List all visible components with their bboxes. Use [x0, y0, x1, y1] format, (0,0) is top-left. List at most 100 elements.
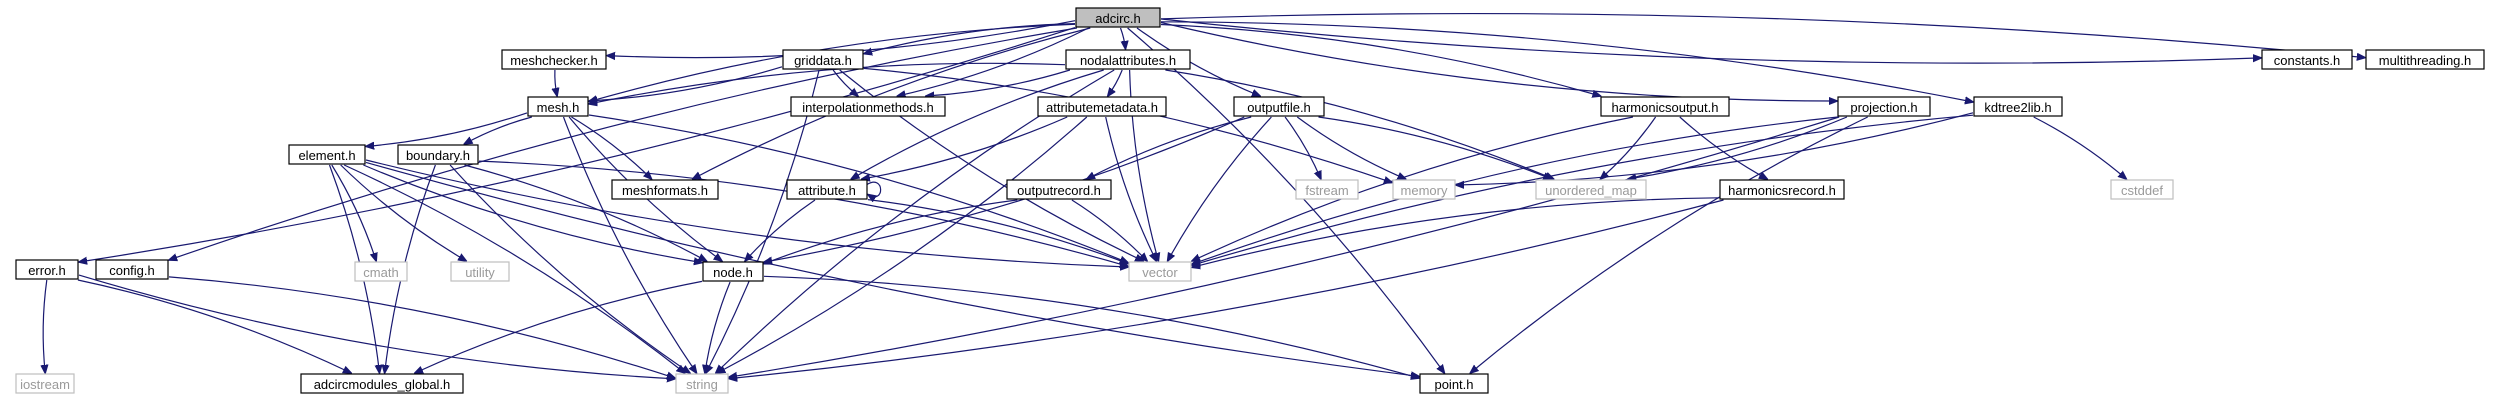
- edge-node-h-to-adcircmodules-global-h: [415, 280, 703, 373]
- edge-outputfile-h-to-vector: [1168, 116, 1272, 261]
- node-multithreading-h[interactable]: multithreading.h: [2365, 49, 2485, 70]
- edge-adcirc-h-to-error-h: [79, 27, 1076, 262]
- node-label: outputrecord.h: [1017, 183, 1101, 198]
- edge-attribute-h-to-node-h: [745, 199, 816, 261]
- edge-adcirc-h-to-nodalattributes-h: [1119, 27, 1126, 49]
- edge-element-h-to-node-h: [363, 164, 702, 263]
- node-label: mesh.h: [537, 100, 580, 115]
- edge-adcirc-h-to-kdtree2lib-h: [1160, 21, 1973, 102]
- node-adcirc-h[interactable]: adcirc.h: [1075, 7, 1161, 28]
- edge-outputrecord-h-to-vector: [1071, 199, 1147, 261]
- edge-mesh-h-to-element-h: [366, 112, 528, 146]
- node-label: string: [686, 377, 718, 392]
- node-interpolationmethods-h[interactable]: interpolationmethods.h: [790, 96, 946, 117]
- node-box: [354, 261, 408, 282]
- node-cmath: cmath: [354, 261, 408, 282]
- node-constants-h[interactable]: constants.h: [2261, 49, 2353, 70]
- node-unordered-map: unordered_map: [1535, 179, 1647, 200]
- node-meshchecker-h[interactable]: meshchecker.h: [501, 49, 607, 70]
- node-label: utility: [465, 265, 495, 280]
- edge-adcirc-h-to-griddata-h: [864, 23, 1076, 54]
- edge-outputrecord-h-to-node-h: [764, 199, 1018, 264]
- node-box: [15, 373, 75, 394]
- edge-error-h-to-string: [78, 274, 675, 379]
- edge-harmonicsrecord-h-to-vector: [1192, 197, 1720, 267]
- node-kdtree2lib-h[interactable]: kdtree2lib.h: [1973, 96, 2063, 117]
- node-box: [2261, 49, 2353, 70]
- edge-attributemetadata-h-to-vector: [1105, 116, 1157, 261]
- node-config-h[interactable]: config.h: [95, 259, 169, 280]
- node-label: iostream: [20, 377, 70, 392]
- edge-error-h-to-adcircmodules-global-h: [77, 279, 351, 373]
- edge-griddata-h-to-mesh-h: [589, 66, 783, 101]
- edge-projection-h-to-point-h: [1470, 116, 1868, 373]
- node-harmonicsoutput-h[interactable]: harmonicsoutput.h: [1600, 96, 1730, 117]
- edge-adcirc-h-to-mesh-h: [589, 23, 1076, 101]
- edge-error-h-to-iostream: [43, 279, 47, 373]
- node-label: adcirc.h: [1095, 11, 1141, 26]
- node-box: [15, 259, 79, 280]
- node-label: element.h: [298, 148, 355, 163]
- node-string: string: [675, 373, 729, 394]
- node-attribute-h[interactable]: attribute.h: [786, 179, 868, 200]
- node-adcircmodules-global-h[interactable]: adcircmodules_global.h: [300, 373, 464, 394]
- edge-attributemetadata-h-to-string: [717, 116, 1088, 373]
- node-iostream: iostream: [15, 373, 75, 394]
- node-box: [1837, 96, 1931, 117]
- node-label: attributemetadata.h: [1046, 100, 1158, 115]
- node-mesh-h[interactable]: mesh.h: [527, 96, 589, 117]
- edge-node-h-to-point-h: [763, 275, 1419, 378]
- node-label: config.h: [109, 263, 155, 278]
- edge-element-h-to-point-h: [365, 161, 1419, 376]
- edge-node-h-to-string: [705, 281, 731, 373]
- edge-adcirc-h-to-config-h: [169, 27, 1077, 260]
- node-error-h[interactable]: error.h: [15, 259, 79, 280]
- edge-outputfile-h-to-node-h: [764, 116, 1245, 262]
- node-box: [1295, 179, 1359, 200]
- edge-harmonicsoutput-h-to-unordered-map: [1600, 116, 1657, 179]
- node-label: griddata.h: [794, 53, 852, 68]
- edge-griddata-h-to-memory: [863, 67, 1392, 182]
- edge-adcirc-h-to-interpolationmethods-h: [898, 27, 1089, 96]
- edge-projection-h-to-vector: [1192, 116, 1838, 264]
- edge-boundary-h-to-string: [449, 164, 690, 373]
- edge-meshchecker-h-to-mesh-h: [555, 69, 557, 96]
- node-vector: vector: [1128, 261, 1192, 282]
- edge-nodalattributes-h-to-interpolationmethods-h: [926, 69, 1071, 96]
- node-outputfile-h[interactable]: outputfile.h: [1233, 96, 1325, 117]
- edge-projection-h-to-unordered-map: [1628, 116, 1848, 179]
- node-label: outputfile.h: [1247, 100, 1311, 115]
- node-attributemetadata-h[interactable]: attributemetadata.h: [1037, 96, 1167, 117]
- edge-element-h-to-vector: [365, 159, 1128, 267]
- edge-harmonicsoutput-h-to-harmonicsrecord-h: [1679, 116, 1767, 179]
- edge-mesh-h-to-meshformats-h: [571, 116, 652, 179]
- node-nodalattributes-h[interactable]: nodalattributes.h: [1065, 49, 1191, 70]
- node-box: [611, 179, 719, 200]
- node-box: [790, 96, 946, 117]
- node-harmonicsrecord-h[interactable]: harmonicsrecord.h: [1719, 179, 1845, 200]
- node-label: error.h: [28, 263, 66, 278]
- node-box: [782, 49, 864, 70]
- node-element-h[interactable]: element.h: [288, 144, 366, 165]
- node-node-h[interactable]: node.h: [702, 261, 764, 282]
- node-projection-h[interactable]: projection.h: [1837, 96, 1931, 117]
- edge-mesh-h-to-boundary-h: [464, 116, 532, 144]
- edge-nodalattributes-h-to-vector: [1129, 69, 1159, 261]
- node-box: [2110, 179, 2174, 200]
- node-box: [675, 373, 729, 394]
- node-box: [1075, 7, 1161, 28]
- node-label: projection.h: [1850, 100, 1917, 115]
- node-box: [1535, 179, 1647, 200]
- node-label: nodalattributes.h: [1080, 53, 1176, 68]
- node-point-h[interactable]: point.h: [1419, 373, 1489, 394]
- node-griddata-h[interactable]: griddata.h: [782, 49, 864, 70]
- node-meshformats-h[interactable]: meshformats.h: [611, 179, 719, 200]
- edge-attribute-h-to-vector: [867, 199, 1128, 264]
- node-boundary-h[interactable]: boundary.h: [397, 144, 479, 165]
- edge-layer: [43, 12, 2365, 379]
- node-box: [1600, 96, 1730, 117]
- node-outputrecord-h[interactable]: outputrecord.h: [1006, 179, 1112, 200]
- node-box: [1037, 96, 1167, 117]
- edge-boundary-h-to-node-h: [464, 164, 707, 261]
